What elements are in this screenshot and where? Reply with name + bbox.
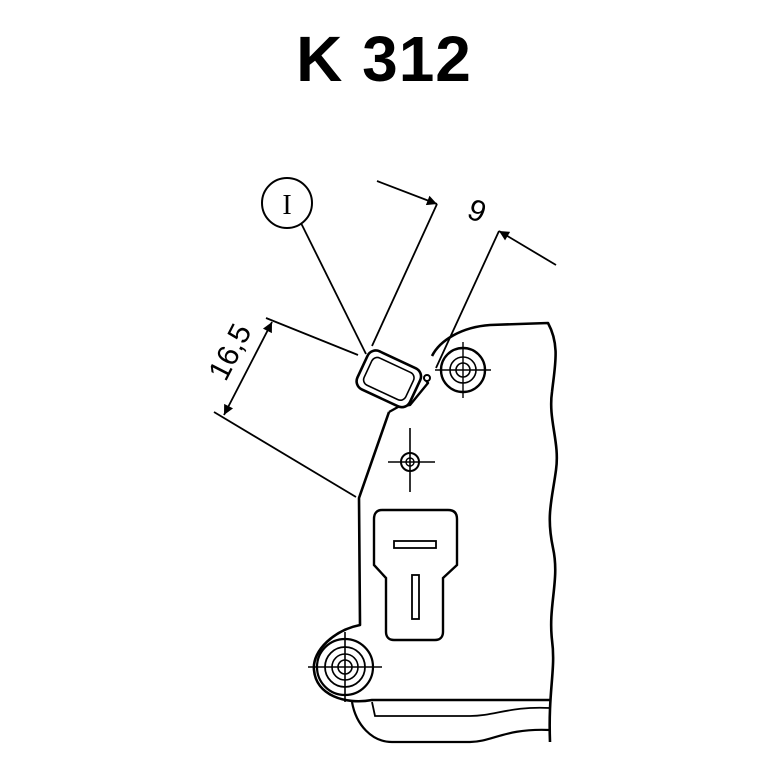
dim9-leader-left <box>376 180 438 206</box>
page-title: K 312 <box>296 23 472 95</box>
dim9-leader-right <box>498 230 557 266</box>
center-mark <box>388 428 435 492</box>
mounting-hole-bottom <box>308 632 382 702</box>
dim16-value: 16,5 <box>202 319 258 386</box>
dim16-extension-top <box>265 317 359 356</box>
callout-leader <box>298 218 367 355</box>
housing-flange-inner <box>371 701 551 717</box>
housing-flange <box>350 701 551 744</box>
dim16-extension-bottom <box>213 411 357 498</box>
dim9-value: 9 <box>463 193 491 230</box>
housing-outline <box>312 321 559 743</box>
pivot-small <box>423 374 431 382</box>
dim9-extension-left <box>371 203 438 347</box>
callout-label: I <box>282 190 291 221</box>
terminal <box>372 508 459 642</box>
mounting-hole-top <box>435 342 491 398</box>
dim9-extension-right <box>435 230 500 369</box>
plunger <box>355 349 423 409</box>
dim16-line <box>223 321 273 416</box>
callout-circle <box>261 177 313 229</box>
